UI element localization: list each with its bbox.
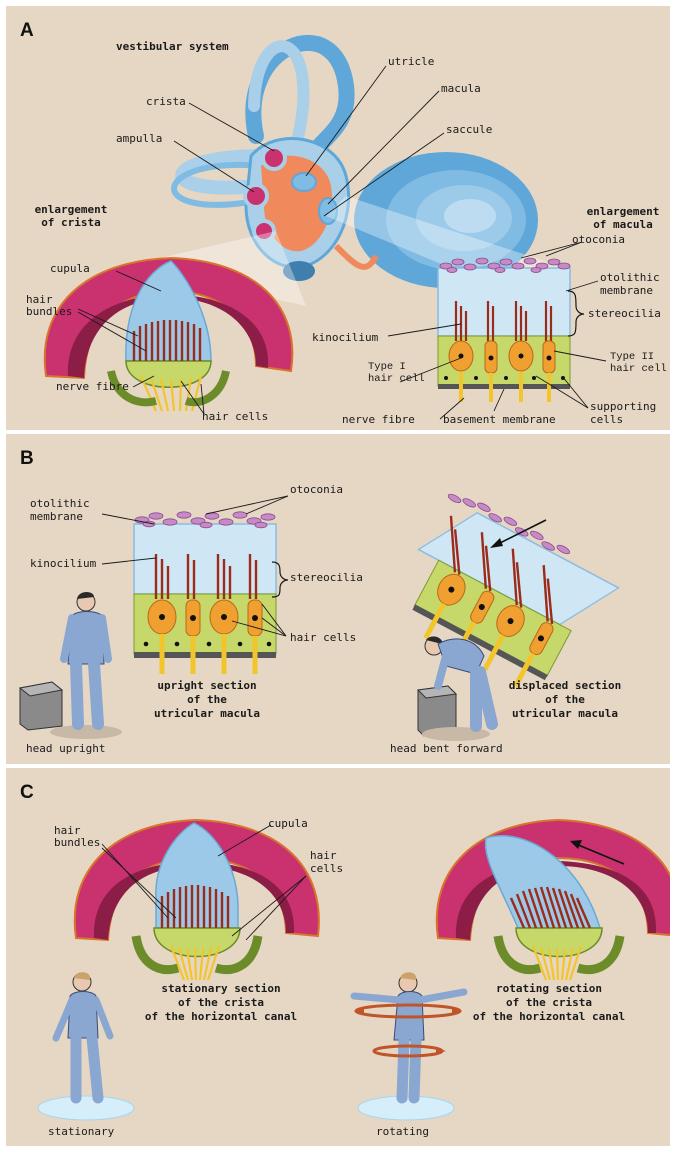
label-ampulla: ampulla [116, 133, 162, 145]
panel-c-artwork [6, 768, 670, 1146]
label-type2-1: Type II [610, 352, 654, 363]
displaced-macula [383, 487, 623, 707]
person-rotating [354, 972, 464, 1120]
label-macula: macula [441, 83, 481, 95]
label-hair-cells-b: hair cells [290, 632, 356, 644]
label-enlargement-macula-2: of macula [578, 219, 668, 231]
displaced-caption-1: displaced section [480, 680, 650, 692]
label-hair-bundles-c-1: hair [54, 825, 81, 837]
panel-b: B otoconia otolithic membrane kinocilium… [6, 434, 670, 764]
label-kinocilium-a: kinocilium [312, 332, 378, 344]
stationary-crista [75, 820, 319, 980]
label-cupula-a: cupula [50, 263, 90, 275]
panel-a: A vestibular system crista ampulla utric… [6, 6, 670, 430]
macula-enlargement [438, 258, 584, 402]
label-otolithic-b-2: membrane [30, 511, 83, 523]
label-hair-bundles-c-2: bundles [54, 837, 100, 849]
panel-b-label: B [20, 448, 34, 470]
label-utricle: utricle [388, 56, 434, 68]
person-upright [20, 592, 122, 739]
label-hair-cells-a: hair cells [202, 411, 268, 423]
label-otoconia-a: otoconia [572, 234, 625, 246]
panel-c-label: C [20, 782, 34, 804]
label-type2-2: hair cell [610, 364, 667, 375]
vestibular-system-title: vestibular system [116, 41, 229, 53]
panel-a-label: A [20, 20, 34, 42]
label-basement-membrane: basement membrane [443, 414, 556, 426]
stationary-caption-2: of the crista [124, 997, 318, 1009]
label-otolithic-a-1: otolithic [600, 272, 660, 284]
label-stereocilia-b: stereocilia [290, 572, 363, 584]
label-nerve-fibre-crista: nerve fibre [56, 381, 129, 393]
stationary-caption-3: of the horizontal canal [124, 1011, 318, 1023]
label-hair-cells-c-2: cells [310, 863, 343, 875]
label-saccule: saccule [446, 124, 492, 136]
label-enlargement-crista-2: of crista [26, 217, 116, 229]
panel-c: C hair bundles cupula hair cells station… [6, 768, 670, 1146]
rotating-crista [437, 820, 670, 980]
label-head-upright: head upright [26, 743, 105, 755]
displaced-caption-3: utricular macula [480, 708, 650, 720]
displaced-caption-2: of the [480, 694, 650, 706]
rotating-caption-1: rotating section [452, 983, 646, 995]
label-kinocilium-b: kinocilium [30, 558, 96, 570]
label-supporting-1: supporting [590, 401, 656, 413]
upright-caption-1: upright section [124, 680, 290, 692]
upright-macula [134, 512, 288, 674]
label-hair-bundles-a-2: bundles [26, 306, 72, 318]
label-hair-bundles-a-1: hair [26, 294, 53, 306]
label-rotating: rotating [376, 1126, 429, 1138]
label-enlargement-crista-1: enlargement [26, 204, 116, 216]
label-otoconia-b: otoconia [290, 484, 343, 496]
upright-caption-3: utricular macula [124, 708, 290, 720]
person-stationary [38, 972, 134, 1120]
label-stationary: stationary [48, 1126, 114, 1138]
label-enlargement-macula-1: enlargement [578, 206, 668, 218]
label-cupula-c: cupula [268, 818, 308, 830]
stationary-caption-1: stationary section [124, 983, 318, 995]
label-otolithic-b-1: otolithic [30, 498, 90, 510]
label-nerve-fibre-macula: nerve fibre [342, 414, 415, 426]
label-otolithic-a-2: membrane [600, 285, 653, 297]
rotating-caption-2: of the crista [452, 997, 646, 1009]
label-type1-2: hair cell [368, 374, 425, 385]
upright-caption-2: of the [124, 694, 290, 706]
label-supporting-2: cells [590, 414, 623, 426]
label-crista: crista [146, 96, 186, 108]
label-hair-cells-c-1: hair [310, 850, 337, 862]
label-head-bent: head bent forward [390, 743, 503, 755]
label-type1-1: Type I [368, 362, 406, 373]
rotating-caption-3: of the horizontal canal [452, 1011, 646, 1023]
label-stereocilia-a: stereocilia [588, 308, 661, 320]
